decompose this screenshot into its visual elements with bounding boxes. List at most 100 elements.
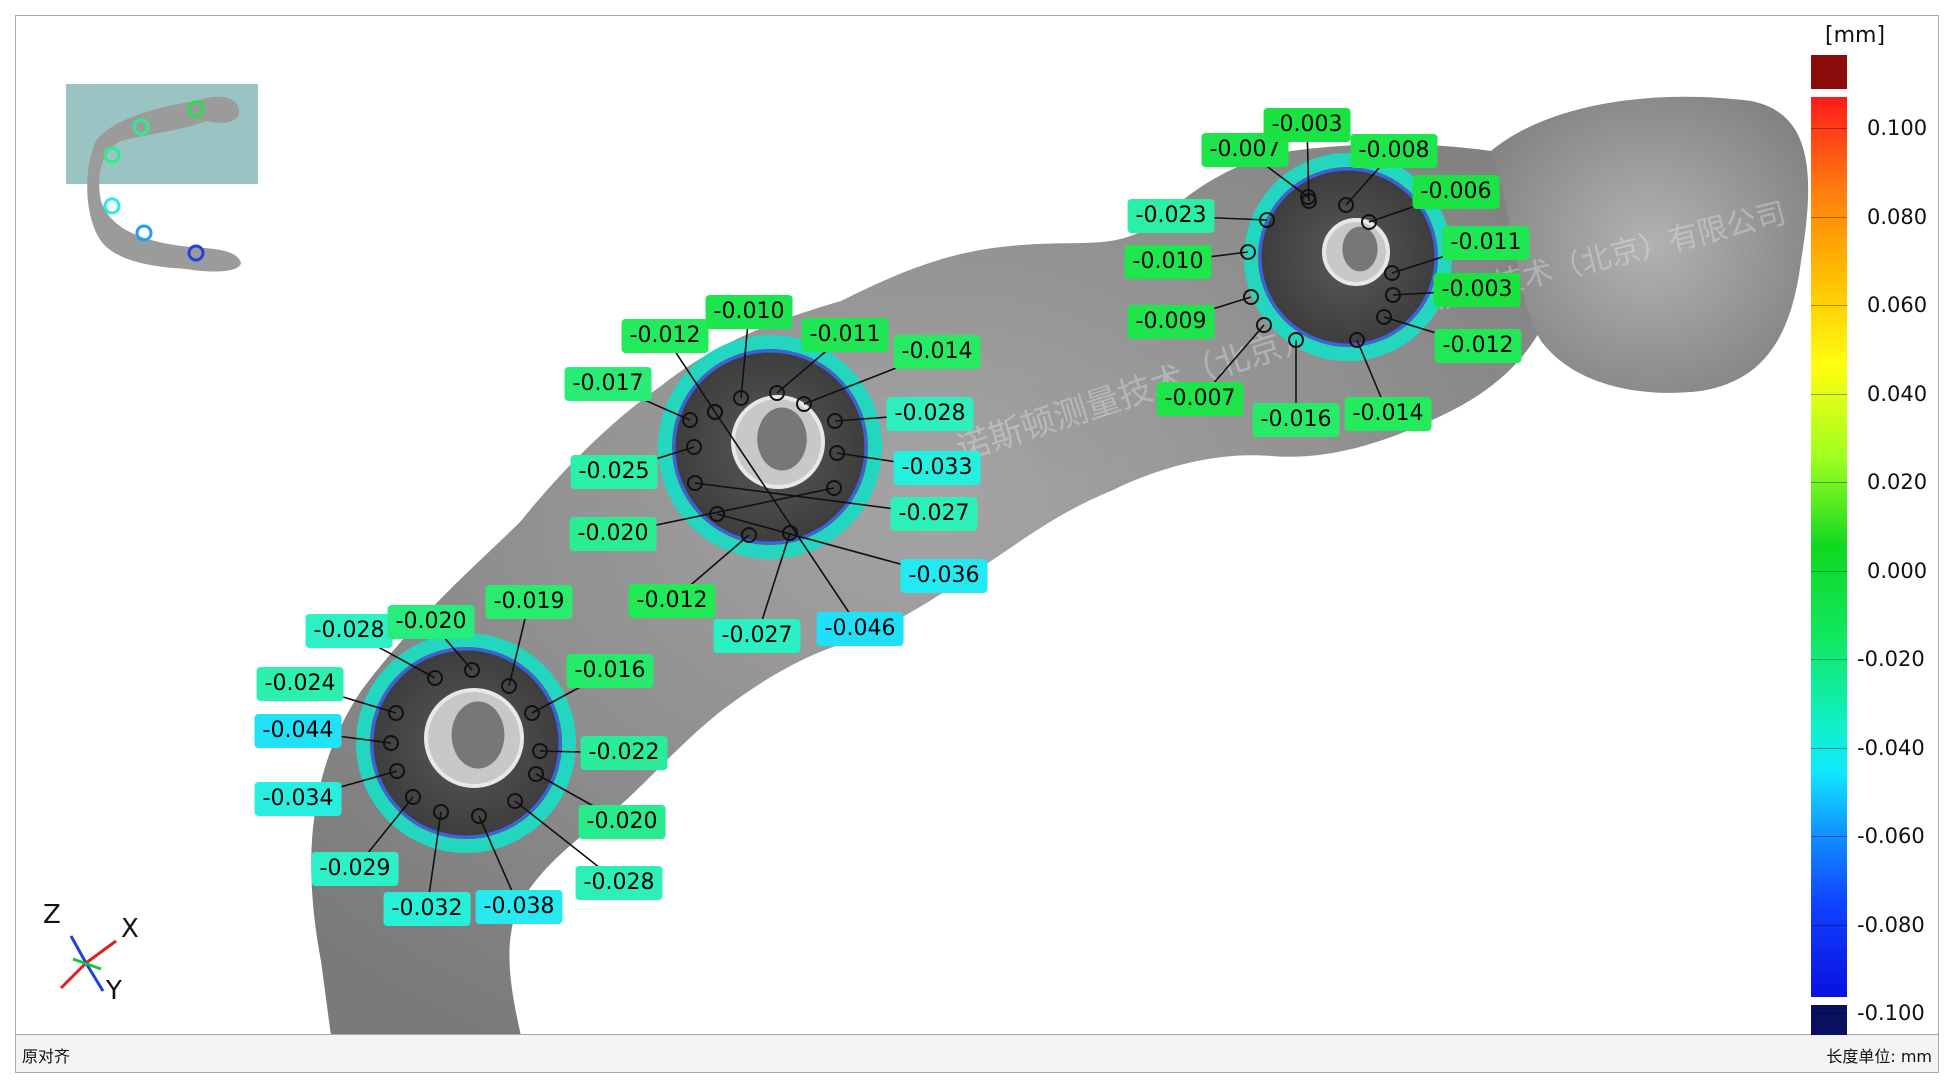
measurement-point[interactable] [507,793,523,809]
deviation-label[interactable]: -0.028 [575,866,663,900]
measurement-point[interactable] [1385,287,1401,303]
measurement-point[interactable] [733,390,749,406]
measurement-point[interactable] [769,385,785,401]
deviation-label[interactable]: -0.025 [570,455,658,489]
deviation-label[interactable]: -0.020 [569,517,657,551]
measurement-point[interactable] [528,766,544,782]
deviation-label[interactable]: -0.016 [566,654,654,688]
measurement-point[interactable] [709,506,725,522]
deviation-label[interactable]: -0.003 [1433,273,1521,307]
deviation-label[interactable]: -0.014 [1344,397,1432,431]
axis-x-label: X [121,914,139,944]
deviation-label[interactable]: -0.020 [578,805,666,839]
measurement-point[interactable] [826,480,842,496]
deviation-label[interactable]: -0.034 [254,782,342,816]
measurement-point[interactable] [524,705,540,721]
deviation-label[interactable]: -0.010 [705,295,793,329]
deviation-label[interactable]: -0.003 [1263,108,1351,142]
scale-tick-label: -0.040 [1857,735,1925,760]
deviation-label[interactable]: -0.022 [580,736,668,770]
measurement-point[interactable] [827,413,843,429]
scale-tick-mark [1811,1013,1847,1014]
measurement-point[interactable] [1384,265,1400,281]
deviation-label[interactable]: -0.019 [485,585,573,619]
measurement-point[interactable] [1301,193,1317,209]
measurement-point[interactable] [682,412,698,428]
deviation-label[interactable]: -0.033 [893,451,981,485]
scale-tick-mark [1811,216,1847,218]
measurement-point[interactable] [471,808,487,824]
deviation-label[interactable]: -0.012 [628,584,716,618]
measurement-point[interactable] [1243,289,1259,305]
measurement-point[interactable] [796,396,812,412]
scale-tick-mark [1811,747,1847,749]
deviation-label[interactable]: -0.008 [1350,134,1438,168]
scale-tick-mark [1811,305,1847,306]
scale-tick-label: 0.060 [1867,293,1928,317]
measurement-point[interactable] [782,525,798,541]
measurement-point[interactable] [389,763,405,779]
measurement-point[interactable] [427,670,443,686]
measurement-point[interactable] [1288,332,1304,348]
measurement-point[interactable] [388,705,404,721]
hole-inner-shadow [1342,226,1378,272]
deviation-label[interactable]: -0.016 [1252,403,1340,437]
scale-bar [1811,97,1847,997]
measurement-point[interactable] [532,743,548,759]
deviation-label[interactable]: -0.007 [1156,382,1244,416]
measurement-point[interactable] [829,445,845,461]
axis-z-label: Z [43,900,61,930]
deviation-label[interactable]: -0.023 [1127,199,1215,233]
measurement-point[interactable] [1338,197,1354,213]
thumbnail-overview[interactable] [66,84,258,272]
measurement-point[interactable] [687,475,703,491]
deviation-label[interactable]: -0.044 [254,714,342,748]
measurement-point[interactable] [405,789,421,805]
3d-viewport[interactable]: 诺斯顿测量技术（北京）有限公司 诺斯顿测量技术（北京）有限公司 Z X Y -0… [15,15,1939,1035]
deviation-label[interactable]: -0.011 [801,318,889,352]
measurement-point[interactable] [433,804,449,820]
deviation-label[interactable]: -0.028 [305,614,393,648]
scale-tick-label: 0.040 [1867,381,1928,406]
deviation-label[interactable]: -0.032 [383,892,471,926]
hole-inner-shadow [757,407,807,471]
deviation-label[interactable]: -0.009 [1127,305,1215,339]
deviation-label[interactable]: -0.020 [387,605,475,639]
measurement-point[interactable] [686,439,702,455]
deviation-label[interactable]: -0.010 [1124,245,1212,279]
deviation-label[interactable]: -0.017 [564,367,652,401]
measurement-point[interactable] [464,662,480,678]
deviation-label[interactable]: -0.011 [1442,226,1530,260]
deviation-label[interactable]: -0.012 [621,319,709,353]
measurement-point[interactable] [501,678,517,694]
scale-tick-label: -0.020 [1857,647,1925,671]
scale-tick-label: -0.100 [1857,1001,1925,1025]
measurement-point[interactable] [1376,309,1392,325]
deviation-label[interactable]: -0.006 [1412,175,1500,209]
measurement-point[interactable] [1256,317,1272,333]
deviation-label[interactable]: -0.029 [311,852,399,886]
status-bar: 原对齐 长度单位: mm [15,1035,1939,1073]
deviation-label[interactable]: -0.036 [900,559,988,593]
deviation-label[interactable]: -0.028 [886,397,974,431]
measurement-point[interactable] [1361,214,1377,230]
scale-tick-mark [1811,128,1847,129]
deviation-label[interactable]: -0.038 [475,890,563,924]
measurement-scene[interactable]: 诺斯顿测量技术（北京）有限公司 诺斯顿测量技术（北京）有限公司 Z X Y [16,16,1939,1035]
scale-tick-mark [1811,393,1847,395]
measurement-point[interactable] [1259,212,1275,228]
measurement-point[interactable] [741,527,757,543]
deviation-label[interactable]: -0.012 [1434,329,1522,363]
deviation-label[interactable]: -0.046 [816,612,904,646]
deviation-label[interactable]: -0.027 [890,497,978,531]
measurement-point[interactable] [1349,332,1365,348]
deviation-label[interactable]: -0.024 [256,667,344,701]
scale-tick-label: -0.080 [1857,912,1925,937]
deviation-label[interactable]: -0.027 [713,619,801,653]
measurement-point[interactable] [707,404,723,420]
deviation-label[interactable]: -0.014 [893,335,981,369]
scale-under-swatch [1811,1005,1847,1039]
measurement-point[interactable] [383,735,399,751]
measurement-point[interactable] [1240,244,1256,260]
